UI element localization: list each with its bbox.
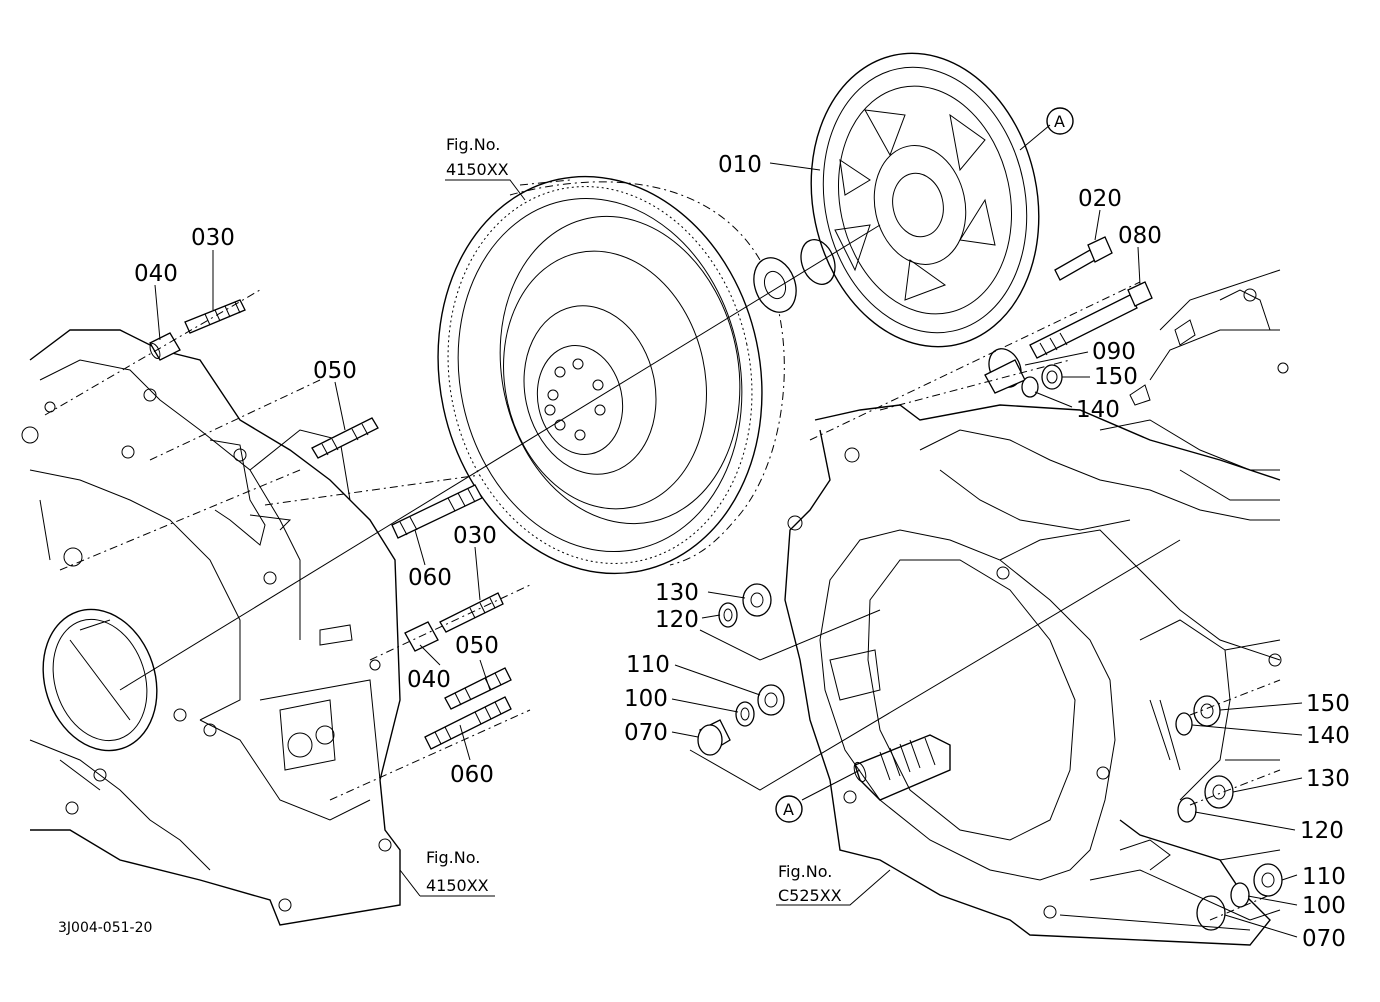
callout-circle-icon [1046,107,1074,135]
callout-a-top: A [1046,107,1074,135]
part-label-070-right: 070 [1302,926,1346,952]
part-label-110-right: 110 [1302,864,1346,890]
part-label-030-lower: 030 [453,523,497,549]
right-clutch-housing [784,269,1289,946]
diagram-code: 3J004-051-20 [58,920,152,936]
part-label-110-left: 110 [626,652,670,678]
part-label-120-left: 120 [655,607,699,633]
part-label-140-right: 140 [1306,723,1350,749]
part-label-120-right: 120 [1300,818,1344,844]
part-label-020: 020 [1078,186,1122,212]
left-transmission-housing [21,329,401,926]
damper-disc [810,52,1040,348]
part-label-140-top: 140 [1076,397,1120,423]
part-label-100-right: 100 [1302,893,1346,919]
fig-ref-top-line2: 4150XX [446,160,509,179]
figure-references: Fig.No. 4150XX Fig.No. 4150XX Fig.No. C5… [426,135,842,905]
part-label-090: 090 [1092,339,1136,365]
callout-a-bottom: A [775,795,803,823]
flywheel [437,175,785,575]
part-label-040-upper: 040 [134,261,178,287]
fig-ref-bottom-left-line1: Fig.No. [426,848,480,867]
callout-a-bottom-label: A [783,800,794,819]
part-label-050-lower: 050 [455,633,499,659]
fig-ref-bottom-left-line2: 4150XX [426,876,489,895]
part-label-130-left: 130 [655,580,699,606]
part-label-130-right: 130 [1306,766,1350,792]
callout-a-top-label: A [1054,112,1065,131]
part-label-060-upper: 060 [408,565,452,591]
part-label-070-left: 070 [624,720,668,746]
leader-lines [154,124,1303,938]
part-label-080: 080 [1118,223,1162,249]
part-number-labels: 010 020 080 090 150 140 030 040 050 060 … [134,152,1350,952]
part-label-050-upper: 050 [313,358,357,384]
part-label-150-right: 150 [1306,691,1350,717]
fig-ref-bottom-right-line1: Fig.No. [778,862,832,881]
part-label-150-top: 150 [1094,364,1138,390]
pilot-bearing [753,239,836,313]
alignment-lines [44,224,1281,931]
studs-and-bolts [149,236,1283,931]
fig-ref-top-line1: Fig.No. [446,135,500,154]
fig-ref-bottom-right-line2: C525XX [778,886,842,905]
part-label-040-lower: 040 [407,667,451,693]
part-label-030-upper: 030 [191,225,235,251]
callout-circle-icon [775,795,803,823]
part-label-100-left: 100 [624,686,668,712]
part-label-010: 010 [718,152,762,178]
part-label-060-lower: 060 [450,762,494,788]
